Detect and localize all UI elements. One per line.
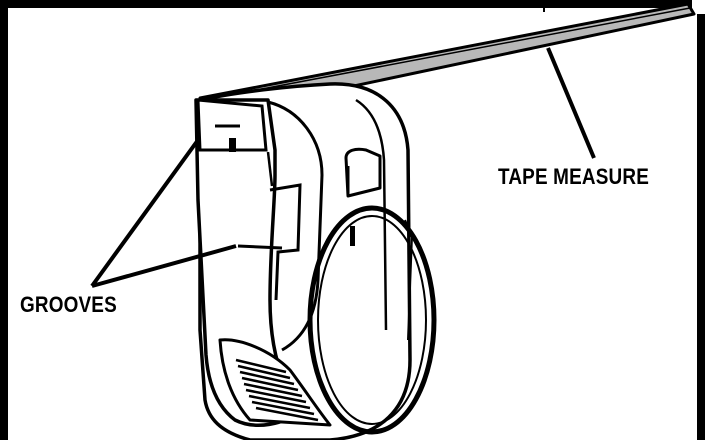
groove-lower: [237, 244, 283, 250]
grooves-label: GROOVES: [20, 292, 117, 317]
groove-notch: [269, 183, 302, 301]
grip-pad: [218, 338, 332, 427]
tape-measure-label: TAPE MEASURE: [498, 164, 649, 189]
tape-hook: [229, 138, 236, 152]
tape-blade-edge: [203, 7, 691, 101]
grooves-leader-upper: [90, 138, 200, 288]
groove-upper: [266, 151, 274, 187]
lock-button-icon: [344, 147, 382, 198]
grip-ridges: [235, 358, 319, 422]
housing-inner-curve: [267, 100, 324, 352]
grooves-leader-lower: [91, 244, 237, 288]
tape-measure-leader: [546, 47, 596, 159]
belt-clip-ring: [307, 205, 437, 435]
